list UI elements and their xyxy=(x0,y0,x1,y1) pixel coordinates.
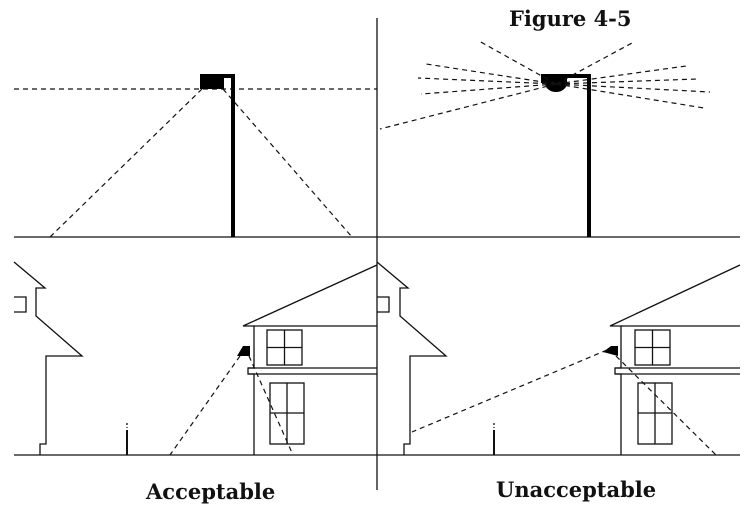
unshielded-luminaire xyxy=(541,74,567,83)
unacceptable-caption: Unacceptable xyxy=(496,477,657,502)
light-cone-left xyxy=(49,88,203,238)
shielded-wall-light xyxy=(237,346,250,356)
unacceptable-streetlight-scene xyxy=(377,40,740,238)
light-cone-right xyxy=(615,355,717,456)
figure-title: Figure 4-5 xyxy=(509,6,632,31)
streetlight-pole xyxy=(221,74,235,237)
neighbor-house-outline xyxy=(376,261,448,455)
acceptable-streetlight-scene xyxy=(14,74,377,238)
glare-rays xyxy=(379,40,711,130)
upper-window xyxy=(634,329,671,366)
shielded-luminaire xyxy=(200,74,224,89)
neighbor-house-window xyxy=(14,296,27,313)
lower-door-window xyxy=(269,382,305,445)
unshielded-globe xyxy=(545,83,567,92)
light-cone-right xyxy=(222,88,353,238)
light-cone-left xyxy=(169,355,241,456)
unacceptable-house-scene xyxy=(376,261,741,456)
acceptable-house-scene xyxy=(13,261,378,456)
lower-door-window xyxy=(637,382,673,445)
neighbor-house-window xyxy=(377,296,390,313)
unshielded-wall-light xyxy=(603,346,618,356)
upper-window xyxy=(266,329,303,366)
glare-ray-long xyxy=(411,349,608,433)
house-outline xyxy=(242,264,378,455)
light-cone-right xyxy=(248,355,294,456)
house-outline xyxy=(609,264,741,455)
streetlight-pole xyxy=(566,74,591,237)
acceptable-caption: Acceptable xyxy=(146,479,276,504)
neighbor-house-outline xyxy=(13,261,84,455)
